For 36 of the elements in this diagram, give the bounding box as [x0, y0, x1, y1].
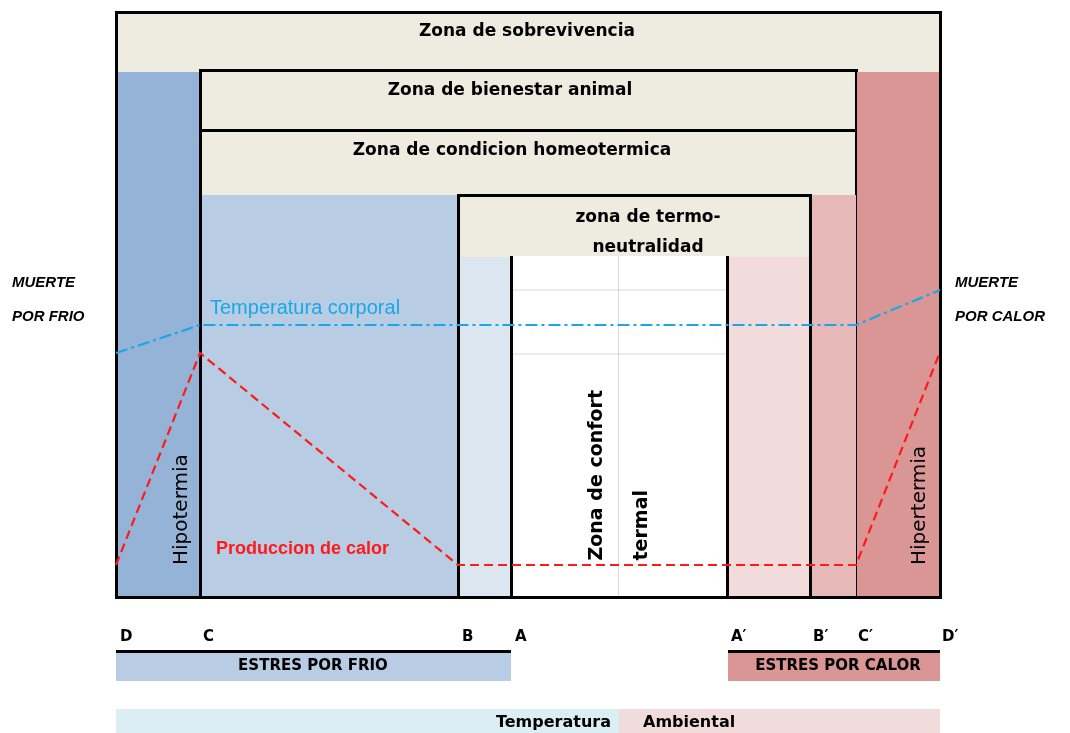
- zone-label: Ambiental: [643, 712, 736, 731]
- cold-ambient-band: [116, 709, 619, 733]
- point-letter: B: [462, 627, 474, 645]
- point-letter: A: [515, 627, 527, 645]
- zone-label: ESTRES POR FRIO: [238, 656, 388, 674]
- point-letter: B′: [813, 627, 829, 645]
- curve-label: Temperatura corporal: [210, 296, 401, 319]
- zone-label: Temperatura: [495, 712, 611, 731]
- zone-label: Zona de condicion homeotermica: [352, 139, 672, 159]
- warm-ambient-band: [619, 709, 940, 733]
- zone-label: ESTRES POR CALOR: [755, 656, 921, 674]
- zone-label: zona de termo- neutralidad: [574, 205, 722, 258]
- hot-zone-band: [812, 195, 856, 596]
- thermal-comfort-zone-box: [510, 256, 729, 599]
- point-letter: C: [203, 627, 214, 645]
- cold-zone-band: [202, 195, 458, 596]
- point-letter: C′: [858, 627, 873, 645]
- heat-stress-band: [728, 650, 940, 681]
- zone-label: Hipotermia: [167, 453, 193, 565]
- side-note: MUERTE POR FRIO: [12, 272, 86, 326]
- point-letter: A′: [731, 627, 747, 645]
- curve-label: Produccion de calor: [216, 538, 390, 559]
- zone-label: Zona de bienestar animal: [387, 79, 633, 99]
- side-note: MUERTE POR CALOR: [955, 272, 1046, 326]
- cold-stress-band: [116, 650, 511, 681]
- thermoneutral-zone-box: [457, 194, 812, 599]
- point-letter: D: [120, 627, 133, 645]
- survival-zone-frame: [115, 11, 942, 599]
- zone-label: Zona de confort termal: [582, 389, 651, 561]
- point-letter: D′: [942, 627, 959, 645]
- hyperthermia-column: [857, 72, 939, 596]
- warm-zone-band: [729, 257, 809, 596]
- zone-label: Zona de sobrevivencia: [419, 20, 635, 40]
- cool-zone-band: [460, 257, 511, 596]
- zone-label: Hipertermia: [905, 444, 931, 565]
- hypothermia-column: [118, 72, 200, 596]
